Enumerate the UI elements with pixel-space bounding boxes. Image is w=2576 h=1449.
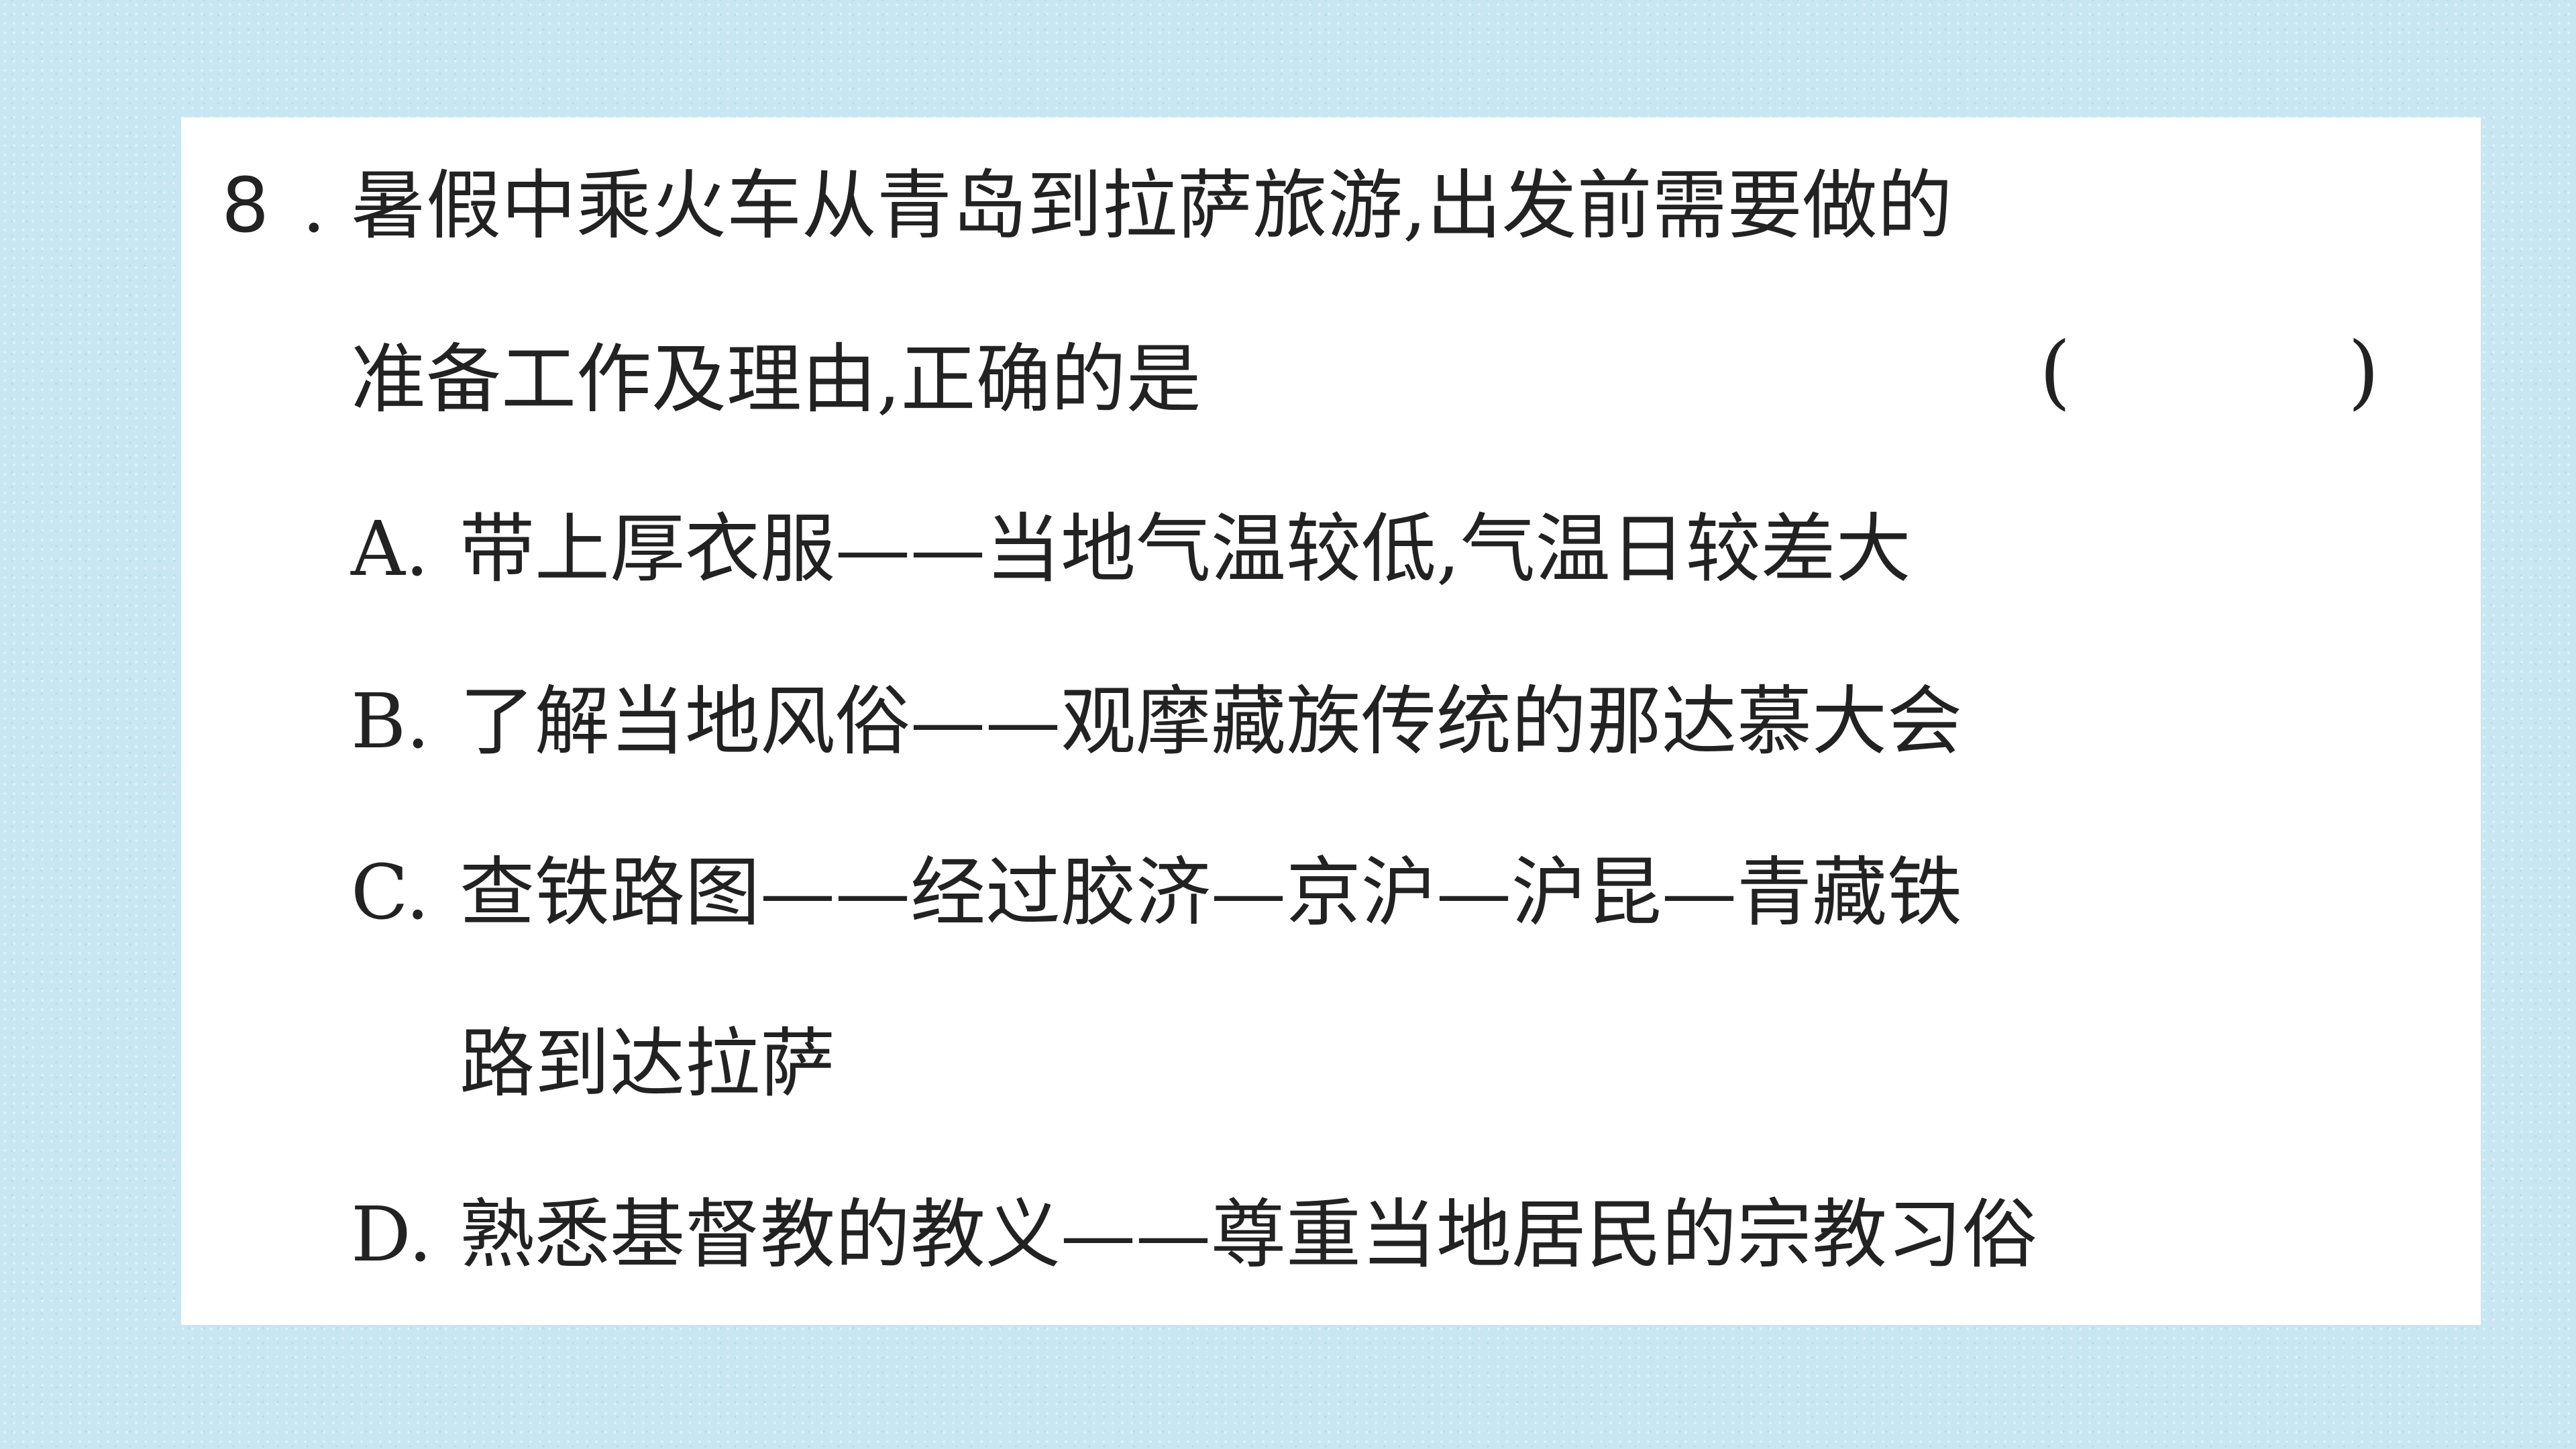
option-d-letter: D. [351,1191,433,1279]
option-d-text: 熟悉基督教的教义——尊重当地居民的宗教习俗 [460,1191,2037,1279]
question-number-dot: . [302,162,326,250]
answer-paren-open: ( [2039,325,2071,419]
option-a-letter: A. [351,506,429,593]
question-number: 8 [221,162,270,250]
question-stem-line-1: 暑假中乘火车从青岛到拉萨旅游,出发前需要做的 [351,162,1953,250]
option-c-text: 查铁路图——经过胶济—京沪—沪昆—青藏铁 [460,849,1962,936]
option-c-text-continued: 路到达拉萨 [460,1020,835,1108]
option-b-letter: B. [351,678,430,765]
option-c-letter: C. [351,849,430,936]
question-card: 8 . 暑假中乘火车从青岛到拉萨旅游,出发前需要做的 准备工作及理由,正确的是 … [181,117,2481,1325]
answer-paren-close: ) [2348,325,2379,419]
option-b-text: 了解当地风俗——观摩藏族传统的那达慕大会 [460,678,1962,765]
question-stem-line-2: 准备工作及理由,正确的是 [351,336,1201,423]
option-a-text: 带上厚衣服——当地气温较低,气温日较差大 [460,506,1911,593]
